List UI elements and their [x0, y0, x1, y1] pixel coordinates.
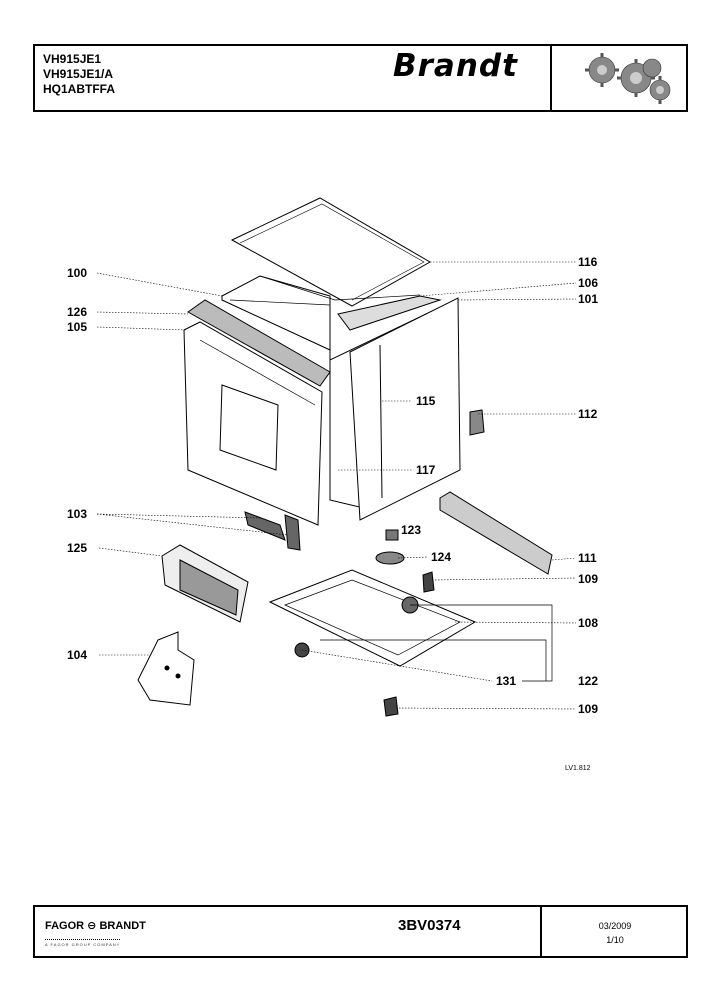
clip [284, 514, 301, 551]
foot [422, 571, 435, 593]
model-number: VH915JE1/A [43, 67, 114, 81]
door-window [219, 384, 279, 471]
part-label: 105 [67, 320, 88, 334]
base-tray [268, 569, 477, 667]
gears-logo-box [550, 46, 690, 110]
edge-strip [187, 299, 331, 387]
part-label: 100 [67, 266, 88, 280]
gears-icon [585, 53, 671, 104]
document-date: 03/2009 [598, 921, 632, 931]
door-panel [183, 321, 323, 526]
model-number: HQ1ABTFFA [43, 82, 115, 96]
part-label: 104 [67, 648, 88, 662]
company-logo: FAGOR ⊖ BRANDT [45, 920, 146, 932]
bracket [469, 409, 485, 436]
foot [383, 696, 399, 717]
part-label: 123 [401, 523, 422, 537]
part-label: 109 [578, 702, 599, 716]
model-list: VH915JE1 VH915JE1/A HQ1ABTFFA [43, 52, 115, 97]
clip [244, 511, 286, 541]
part-label: 125 [67, 541, 88, 555]
page-number: 1/10 [606, 935, 624, 945]
part-label: 111 [578, 551, 597, 565]
part-label: 116 [578, 255, 598, 269]
brand-logo: Brandt [393, 48, 518, 84]
part-label: 115 [416, 394, 436, 408]
part-label: 117 [416, 463, 436, 477]
part-label: 131 [496, 674, 517, 688]
small-part [385, 529, 399, 541]
date-page-box: 03/2009 1/10 [540, 907, 688, 956]
part-label: 103 [67, 507, 88, 521]
part-label: 124 [431, 550, 452, 564]
part-label: 106 [578, 276, 599, 290]
part-label: 108 [578, 616, 599, 630]
company-tagline: A FAGOR GROUP COMPANY [45, 939, 121, 947]
part-label: 112 [578, 407, 598, 421]
part-label: 122 [578, 674, 599, 688]
header-box: VH915JE1 VH915JE1/A HQ1ABTFFA Brandt [33, 44, 688, 112]
disc [375, 551, 405, 565]
model-number: VH915JE1 [43, 52, 102, 66]
side-panel [349, 297, 461, 521]
part-label: 109 [578, 572, 599, 586]
footer-box: FAGOR ⊖ BRANDT A FAGOR GROUP COMPANY 3BV… [33, 905, 688, 958]
rail [439, 491, 553, 575]
diagram-reference: LV1.812 [565, 765, 591, 772]
document-reference: 3BV0374 [398, 917, 461, 934]
part-label: 126 [67, 305, 88, 319]
part-label: 101 [578, 292, 599, 306]
